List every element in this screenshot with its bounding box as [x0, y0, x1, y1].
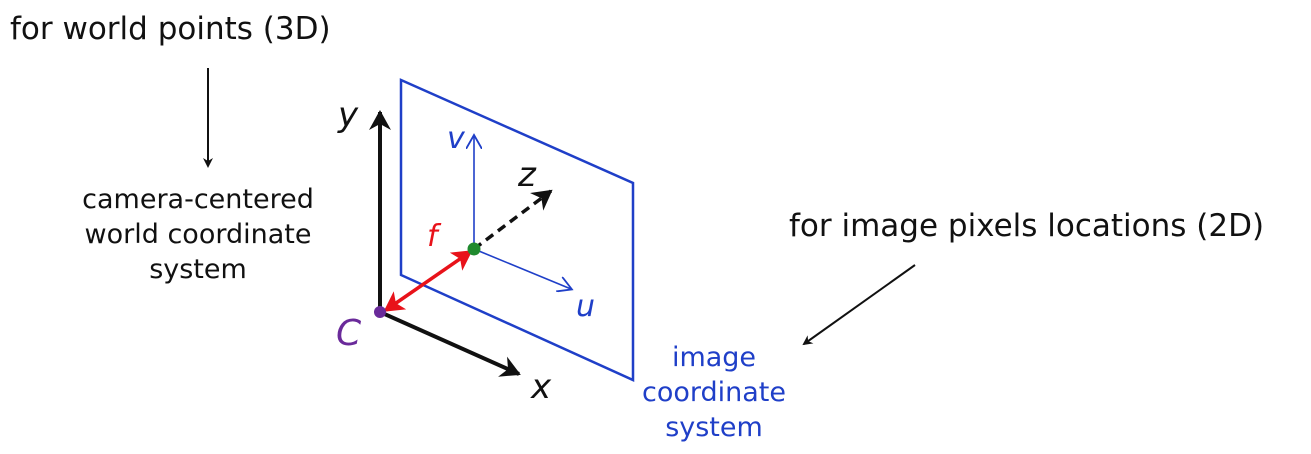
world-y-label: y	[338, 95, 359, 135]
camera-system-label: camera-centered world coordinate system	[58, 182, 338, 287]
principal-point	[467, 242, 481, 256]
image-system-line-3: system	[665, 412, 763, 443]
world-z-label: z	[518, 155, 536, 195]
world-x-label: x	[531, 367, 552, 407]
camera-system-line-1: camera-centered	[82, 184, 314, 215]
image-u-label: u	[576, 289, 596, 324]
world-points-annotation: for world points (3D)	[10, 11, 331, 47]
world-x-axis	[379, 310, 521, 377]
image-pixels-annotation: for image pixels locations (2D)	[789, 208, 1265, 244]
focal-length-label: f	[427, 219, 438, 254]
arrow-to-image-system	[802, 264, 916, 346]
camera-system-line-2: world coordinate	[84, 219, 312, 250]
camera-center-label: C	[336, 313, 362, 354]
image-system-line-1: image	[671, 342, 757, 373]
focal-length-arrow	[383, 250, 473, 312]
image-system-line-2: coordinate	[641, 377, 786, 408]
image-system-label: image coordinate system	[614, 340, 814, 445]
camera-center-point	[374, 306, 386, 318]
image-v-label: v	[447, 121, 465, 156]
image-u-axis	[473, 248, 571, 289]
camera-system-line-3: system	[149, 254, 247, 285]
image-plane	[399, 78, 635, 382]
world-z-axis	[472, 189, 553, 251]
